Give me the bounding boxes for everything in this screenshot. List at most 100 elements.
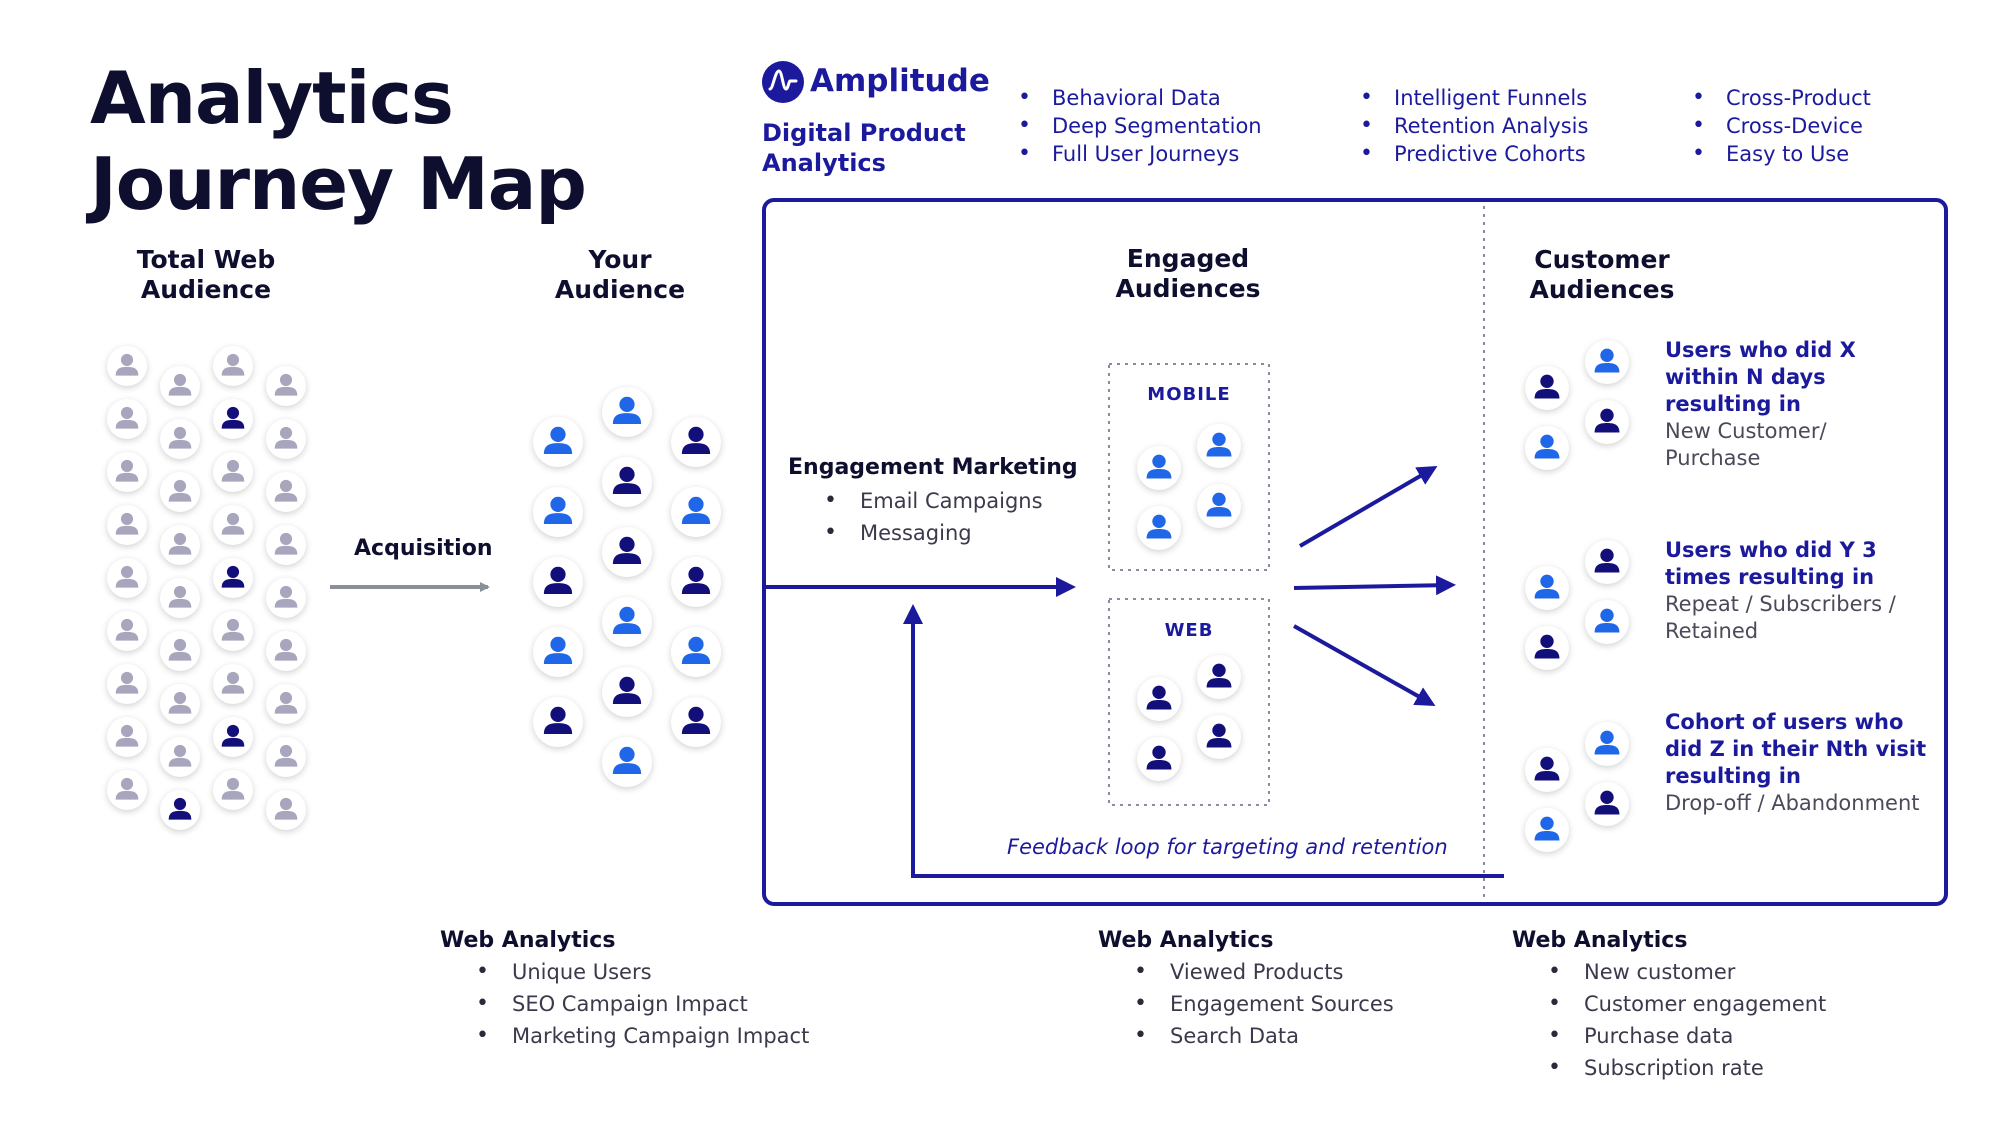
person-icon xyxy=(1585,340,1629,384)
person-icon xyxy=(602,597,652,647)
person-icon xyxy=(1585,400,1629,444)
person-icon xyxy=(160,684,200,724)
cohort-highlight: resulting in xyxy=(1665,392,1801,416)
person-icon xyxy=(1137,737,1181,781)
web-analytics-heading: Web Analytics xyxy=(1512,928,1688,953)
person-icon xyxy=(266,366,306,406)
web-segment-box xyxy=(1108,598,1270,806)
person-icon xyxy=(107,346,147,386)
cohort-highlight: within N days xyxy=(1665,365,1826,389)
person-icon xyxy=(160,737,200,777)
web-analytics-list: Viewed Products Engagement Sources Searc… xyxy=(1134,956,1394,1052)
cohort-highlight: Users who did X xyxy=(1665,338,1856,362)
cohort-description-2: Users who did Y 3 times resulting in Rep… xyxy=(1665,537,1896,645)
page-title-line2: Journey Map xyxy=(90,142,587,226)
web-analytics-heading: Web Analytics xyxy=(1098,928,1274,953)
person-icon xyxy=(213,717,253,757)
web-analytics-list: New customer Customer engagement Purchas… xyxy=(1548,956,1826,1084)
person-icon xyxy=(1525,748,1569,792)
heading-line: Audience xyxy=(140,275,272,304)
feature-list-2: Intelligent Funnels Retention Analysis P… xyxy=(1360,84,1588,168)
engagement-marketing-heading: Engagement Marketing xyxy=(788,455,1078,480)
person-icon xyxy=(1197,655,1241,699)
person-icon xyxy=(213,611,253,651)
feature-item: Intelligent Funnels xyxy=(1360,84,1588,112)
person-icon xyxy=(671,417,721,467)
person-icon xyxy=(266,419,306,459)
feature-item: Behavioral Data xyxy=(1018,84,1262,112)
web-analytics-list: Unique Users SEO Campaign Impact Marketi… xyxy=(476,956,809,1052)
mobile-segment-label: MOBILE xyxy=(1147,384,1231,405)
person-icon xyxy=(160,790,200,830)
person-icon xyxy=(1585,600,1629,644)
person-icon xyxy=(533,487,583,537)
web-analytics-item: Marketing Campaign Impact xyxy=(476,1020,809,1052)
page-title-line1: Analytics xyxy=(90,56,454,140)
person-icon xyxy=(160,578,200,618)
cohort-highlight: resulting in xyxy=(1665,764,1801,788)
total-web-audience-heading: Total Web Audience xyxy=(106,245,306,305)
person-icon xyxy=(602,457,652,507)
web-analytics-block-1: Web Analytics Unique Users SEO Campaign … xyxy=(440,926,809,1052)
heading-line: Audiences xyxy=(1529,275,1675,304)
person-icon xyxy=(1525,366,1569,410)
person-icon xyxy=(1585,540,1629,584)
person-icon xyxy=(107,770,147,810)
person-icon xyxy=(266,684,306,724)
person-icon xyxy=(671,487,721,537)
your-audience-heading: Your Audience xyxy=(520,245,720,305)
heading-line: Audience xyxy=(554,275,686,304)
cohort-highlight: times resulting in xyxy=(1665,565,1875,589)
person-icon xyxy=(107,611,147,651)
feature-list-1: Behavioral Data Deep Segmentation Full U… xyxy=(1018,84,1262,168)
person-icon xyxy=(533,557,583,607)
mobile-segment-box xyxy=(1108,363,1270,571)
heading-line: Your xyxy=(588,245,652,274)
web-analytics-block-3: Web Analytics New customer Customer enga… xyxy=(1512,926,1826,1084)
heading-line: Engaged xyxy=(1126,244,1250,273)
person-icon xyxy=(1197,715,1241,759)
web-analytics-item: Search Data xyxy=(1134,1020,1394,1052)
feature-item: Full User Journeys xyxy=(1018,140,1262,168)
person-icon xyxy=(266,631,306,671)
feature-item: Cross-Product xyxy=(1692,84,1871,112)
feedback-loop-arrow xyxy=(903,604,1504,878)
brand-subtitle-line2: Analytics xyxy=(762,149,886,177)
person-icon xyxy=(1137,506,1181,550)
web-analytics-block-2: Web Analytics Viewed Products Engagement… xyxy=(1098,926,1394,1052)
cohort-outcome: New Customer/ xyxy=(1665,419,1827,443)
person-icon xyxy=(160,525,200,565)
person-icon xyxy=(160,472,200,512)
person-icon xyxy=(1525,426,1569,470)
fan-arrow-mid xyxy=(1293,575,1456,596)
cohort-highlight: Cohort of users who xyxy=(1665,710,1904,734)
brand-subtitle-line1: Digital Product xyxy=(762,119,966,147)
person-icon xyxy=(107,399,147,439)
cohort-highlight: Users who did Y 3 xyxy=(1665,538,1877,562)
web-analytics-item: Purchase data xyxy=(1548,1020,1826,1052)
engagement-marketing-list: Email Campaigns Messaging xyxy=(824,485,1043,549)
heading-line: Customer xyxy=(1534,245,1670,274)
feature-list-3: Cross-Product Cross-Device Easy to Use xyxy=(1692,84,1871,168)
person-icon xyxy=(107,452,147,492)
person-icon xyxy=(602,737,652,787)
engagement-marketing-item: Email Campaigns xyxy=(824,485,1043,517)
person-icon xyxy=(1525,626,1569,670)
person-icon xyxy=(213,664,253,704)
web-analytics-item: Customer engagement xyxy=(1548,988,1826,1020)
person-icon xyxy=(1585,722,1629,766)
person-icon xyxy=(266,525,306,565)
fan-arrow-down xyxy=(1293,624,1436,706)
web-analytics-item: SEO Campaign Impact xyxy=(476,988,809,1020)
person-icon xyxy=(602,527,652,577)
person-icon xyxy=(107,505,147,545)
person-icon xyxy=(266,790,306,830)
person-icon xyxy=(107,664,147,704)
engaged-customer-frame xyxy=(762,198,1948,906)
person-icon xyxy=(533,627,583,677)
person-icon xyxy=(1585,782,1629,826)
person-icon xyxy=(213,558,253,598)
feature-item: Predictive Cohorts xyxy=(1360,140,1588,168)
engagement-marketing-item: Messaging xyxy=(824,517,1043,549)
